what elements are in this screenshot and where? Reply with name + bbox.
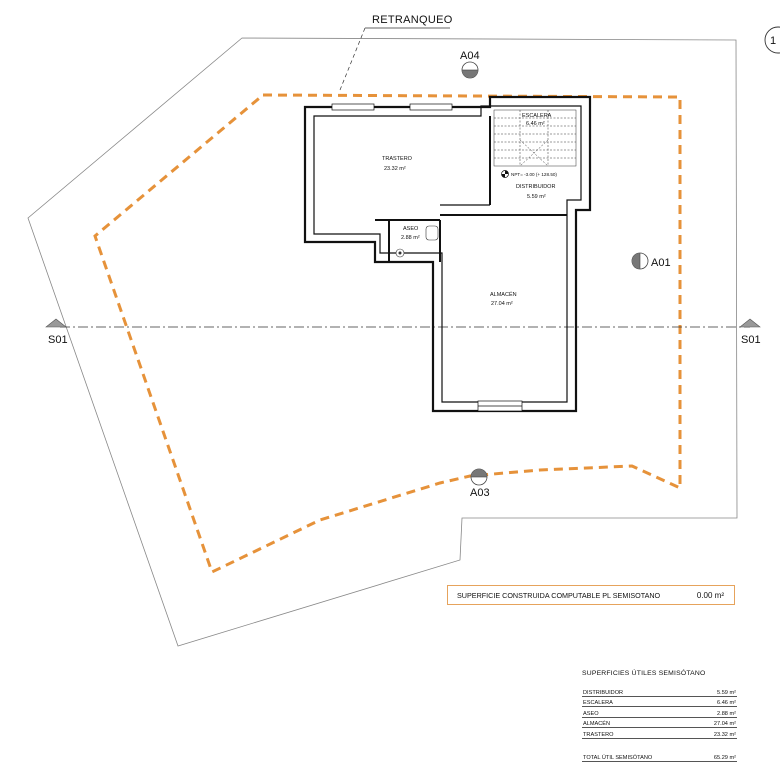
area-row-name: ALMACÉN [583, 721, 611, 728]
table-row: ESCALERA 6.46 m² [582, 697, 737, 708]
room-area-distribuidor: 5.59 m² [527, 194, 546, 200]
table-row: DISTRIBUIDOR 5.59 m² [582, 686, 737, 697]
room-name-aseo: ASEO [403, 226, 419, 232]
section-marker-right[interactable] [739, 318, 761, 328]
room-area-almacen: 27.04 m² [491, 301, 513, 307]
area-row-name: ESCALERA [583, 700, 613, 707]
windows [331, 103, 523, 412]
elevation-label-right: A01 [651, 257, 671, 269]
computable-area-label: SUPERFICIE CONSTRUIDA COMPUTABLE PL SEMI… [457, 590, 661, 600]
table-row: ALMACÉN 27.04 m² [582, 718, 737, 729]
room-area-escalera: 6.46 m² [526, 121, 545, 127]
table-row: ASEO 2.88 m² [582, 707, 737, 718]
room-name-almacen: ALMACÉN [490, 291, 517, 298]
elevation-label-top: A04 [460, 50, 480, 62]
area-row-value: 23.32 m² [713, 731, 736, 738]
areas-table-title: SUPERFICIES ÚTILES SEMISÓTANO [582, 670, 706, 677]
setback-leader [339, 27, 366, 91]
room-area-aseo: 2.88 m² [401, 235, 420, 241]
area-row-value: 5.59 m² [717, 689, 736, 696]
area-row-name: TRASTERO [583, 731, 614, 738]
elevation-marker-right[interactable] [631, 252, 649, 270]
computable-area-box: SUPERFICIE CONSTRUIDA COMPUTABLE PL SEMI… [447, 585, 735, 605]
area-row-value: 2.88 m² [717, 710, 736, 717]
area-row-name: DISTRIBUIDOR [583, 689, 624, 696]
north-arrow-icon [764, 26, 780, 54]
elevation-marker-bottom[interactable] [470, 468, 488, 486]
section-label-left: S01 [48, 334, 68, 346]
areas-table: SUPERFICIES ÚTILES SEMISÓTANO DISTRIBUID… [582, 670, 737, 762]
level-marker-icon [501, 170, 509, 178]
building-walls [303, 95, 592, 413]
computable-area-value: 0.00 m² [696, 590, 724, 600]
setback-label: RETRANQUEO [372, 14, 453, 26]
section-marker-left[interactable] [45, 318, 67, 328]
room-name-escalera: ESCALERA [522, 113, 552, 119]
area-total-name: TOTAL ÚTIL SEMISÓTANO [583, 754, 653, 761]
level-mark-text: NPT= -3.00 (+ 128.50) [511, 172, 557, 177]
room-area-trastero: 23.32 m² [384, 166, 406, 172]
room-name-trastero: TRASTERO [382, 156, 413, 162]
area-row-value: 27.04 m² [713, 721, 736, 728]
room-name-distribuidor: DISTRIBUIDOR [516, 184, 555, 190]
area-row-value: 6.46 m² [717, 700, 736, 707]
corner-symbol: 1 [770, 35, 776, 47]
section-label-right: S01 [741, 334, 761, 346]
elevation-label-bottom: A03 [470, 487, 490, 499]
elevation-marker-top[interactable] [461, 61, 479, 79]
setback-line [93, 93, 682, 575]
table-row: TRASTERO 23.32 m² [582, 728, 737, 739]
plot-boundary [27, 37, 738, 647]
stair-icon [493, 109, 577, 167]
area-row-name: ASEO [583, 710, 599, 717]
table-total-row: TOTAL ÚTIL SEMISÓTANO 65.29 m² [582, 751, 737, 762]
area-total-value: 65.29 m² [713, 754, 736, 761]
toilet-icon [395, 225, 439, 258]
